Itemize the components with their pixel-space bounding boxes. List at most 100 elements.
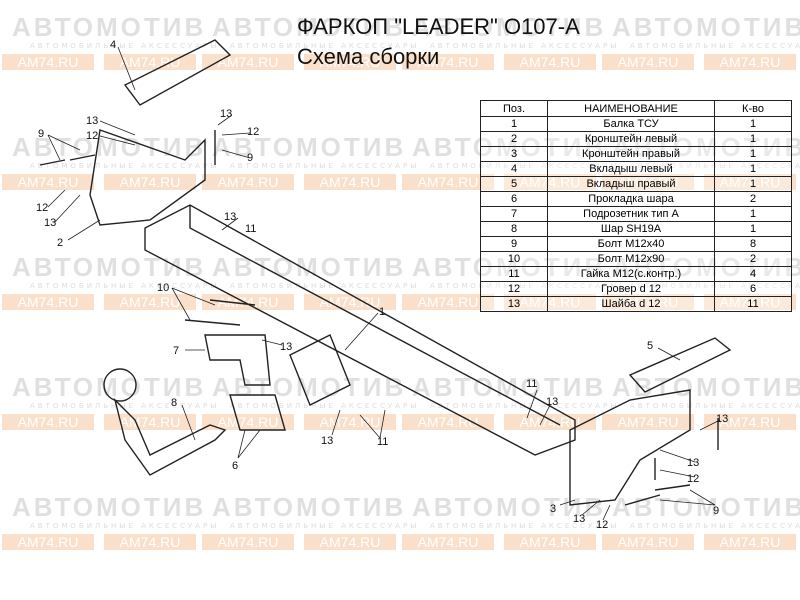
- cell-name: Прокладка шара: [547, 191, 715, 207]
- callout-number: 6: [232, 460, 238, 472]
- watermark-site: AM74.RU: [304, 294, 396, 310]
- callout-number: 12: [86, 130, 98, 142]
- callout-number: 13: [321, 435, 333, 447]
- watermark-logo: АВТОМОТИВ: [12, 492, 207, 522]
- watermark-site: AM74.RU: [402, 174, 494, 190]
- cell-name: Шайба d 12: [547, 296, 715, 312]
- watermark-site: AM74.RU: [304, 174, 396, 190]
- cell-qty: 1: [714, 146, 792, 162]
- cell-qty: 1: [714, 116, 792, 132]
- callout-number: 9: [713, 505, 719, 517]
- cell-qty: 1: [714, 161, 792, 177]
- watermark-tagline: АВТОМОБИЛЬНЫЕ АКСЕССУАРЫ: [630, 522, 800, 530]
- callout-number: 4: [110, 39, 116, 51]
- watermark-tagline: АВТОМОБИЛЬНЫЕ АКСЕССУАРЫ: [230, 42, 420, 50]
- watermark-site: AM74.RU: [202, 414, 294, 430]
- page-title: ФАРКОП "LEADER" О107-А: [297, 14, 580, 39]
- callout-number: 11: [245, 223, 256, 235]
- cell-name: Подрозетник тип А: [547, 206, 715, 222]
- cell-pos: 2: [480, 131, 548, 147]
- cell-qty: 1: [714, 206, 792, 222]
- watermark-site: AM74.RU: [2, 534, 94, 550]
- cell-pos: 1: [480, 116, 548, 132]
- watermark-site: AM74.RU: [104, 174, 196, 190]
- callout-number: 12: [36, 202, 48, 214]
- cell-qty: 2: [714, 191, 792, 207]
- watermark-site: AM74.RU: [2, 54, 94, 70]
- leader-lines: [47, 46, 721, 521]
- watermark-logo: АВТОМОТИВ: [12, 12, 207, 42]
- left-insert: [123, 39, 232, 106]
- watermark-logo: АВТОМОТИВ: [212, 12, 407, 42]
- watermark-site: AM74.RU: [104, 294, 196, 310]
- header-qty: К-во: [714, 100, 792, 117]
- callout-number: 7: [173, 345, 179, 357]
- cell-name: Вкладыш правый: [547, 176, 715, 192]
- callout-number: 13: [573, 513, 585, 525]
- callout-number: 11: [377, 436, 388, 448]
- watermark-site: AM74.RU: [202, 294, 294, 310]
- watermark-site: AM74.RU: [304, 54, 396, 70]
- cell-name: Вкладыш левый: [547, 161, 715, 177]
- cell-qty: 6: [714, 281, 792, 297]
- bolts: [39, 130, 719, 506]
- callout-number: 9: [247, 152, 253, 164]
- watermark-tagline: АВТОМОБИЛЬНЫЕ АКСЕССУАРЫ: [30, 402, 220, 410]
- watermark-logo: АВТОМОТИВ: [612, 372, 800, 402]
- watermark-logo: АВТОМОТИВ: [12, 132, 207, 162]
- watermark-logo: АВТОМОТИВ: [212, 132, 407, 162]
- callout-number: 12: [596, 519, 608, 531]
- cell-pos: 6: [480, 191, 548, 207]
- callout-number: 13: [280, 341, 292, 353]
- watermark-site: AM74.RU: [704, 54, 796, 70]
- watermark-tagline: АВТОМОБИЛЬНЫЕ АКСЕССУАРЫ: [230, 402, 420, 410]
- watermark-site: AM74.RU: [504, 534, 596, 550]
- callout-number: 2: [57, 237, 63, 249]
- watermark-site: AM74.RU: [602, 414, 694, 430]
- cell-name: Гровер d 12: [547, 281, 715, 297]
- table-header-row: Поз. НАИМЕНОВАНИЕ К-во: [480, 100, 792, 117]
- watermark-site: AM74.RU: [2, 174, 94, 190]
- watermark-site: AM74.RU: [104, 54, 196, 70]
- cell-qty: 8: [714, 236, 792, 252]
- tow-ball: [103, 368, 137, 402]
- watermark-site: AM74.RU: [504, 54, 596, 70]
- callout-number: 12: [247, 126, 259, 138]
- header-pos: Поз.: [480, 100, 548, 117]
- cell-pos: 12: [480, 281, 548, 297]
- cell-name: Болт М12х40: [547, 236, 715, 252]
- cell-pos: 7: [480, 206, 548, 222]
- cell-qty: 2: [714, 251, 792, 267]
- socket-bracket: [204, 334, 271, 386]
- watermark-tagline: АВТОМОБИЛЬНЫЕ АКСЕССУАРЫ: [30, 162, 220, 170]
- watermark-site: AM74.RU: [2, 414, 94, 430]
- callout-number: 10: [157, 282, 169, 294]
- cell-name: Болт М12х90: [547, 251, 715, 267]
- cell-pos: 3: [480, 146, 548, 162]
- watermark-tagline: АВТОМОБИЛЬНЫЕ АКСЕССУАРЫ: [630, 42, 800, 50]
- watermark-tagline: АВТОМОБИЛЬНЫЕ АКСЕССУАРЫ: [30, 522, 220, 530]
- cell-pos: 8: [480, 221, 548, 237]
- ball-arm: [113, 397, 227, 476]
- callout-number: 11: [526, 378, 537, 390]
- callout-number: 13: [220, 108, 232, 120]
- cell-pos: 11: [480, 266, 548, 282]
- watermark-site: AM74.RU: [402, 54, 494, 70]
- watermark-site: AM74.RU: [602, 534, 694, 550]
- callout-number: 3: [550, 503, 556, 515]
- watermark-site: AM74.RU: [304, 534, 396, 550]
